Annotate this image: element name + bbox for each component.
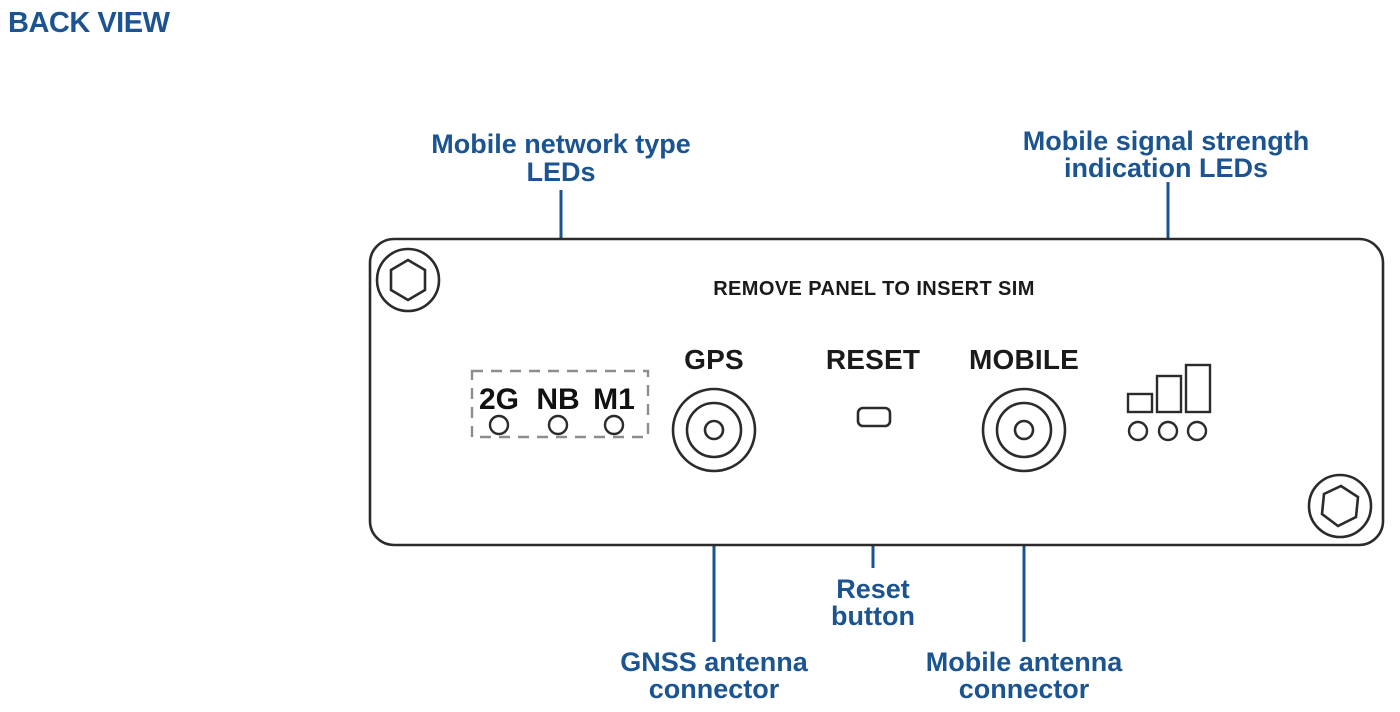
callout-line-1: GNSS antenna: [620, 647, 809, 677]
signal-led-indicator-2: [1157, 420, 1179, 442]
callout-line-1: Mobile antenna: [926, 647, 1123, 677]
bottom-right-hex-screw: [1307, 473, 1373, 539]
callout-line-2: connector: [649, 674, 780, 704]
gps-connector-middle-ring: [685, 401, 743, 459]
callout-line-1: Reset: [836, 574, 910, 604]
network-led-label-m1: M1: [593, 383, 635, 416]
gps-antenna-connector[interactable]: GPS: [671, 344, 757, 473]
reset-port-label: RESET: [826, 344, 920, 375]
gps-connector-center-pin: [703, 419, 725, 441]
callout-line-2: indication LEDs: [1064, 153, 1268, 183]
top-left-hex-screw: [375, 247, 441, 313]
signal-bar-high-icon: [1184, 363, 1212, 414]
network-led-label-2g: 2G: [479, 383, 519, 416]
mobile-port-label: MOBILE: [969, 344, 1079, 375]
network-led-label-nb: NB: [536, 383, 579, 416]
network-type-led-group: 2G NB M1: [470, 369, 650, 439]
network-led-indicator-nb: [547, 414, 569, 436]
screw-outer-circle: [375, 247, 441, 313]
callout-mobile-signal-strength-indication-leds: Mobile signal strength indication LEDs: [1023, 126, 1310, 183]
network-led-dashed-border: [470, 369, 650, 439]
callout-line-1: Mobile signal strength: [1023, 126, 1310, 156]
mobile-antenna-connector[interactable]: MOBILE: [969, 344, 1079, 473]
callout-line-2: LEDs: [526, 157, 595, 187]
callout-reset-button: Reset button: [831, 574, 915, 631]
network-led-indicator-m1: [603, 414, 625, 436]
signal-led-indicator-1: [1127, 420, 1149, 442]
callout-gnss-antenna-connector: GNSS antenna connector: [620, 647, 809, 704]
device-back-panel: REMOVE PANEL TO INSERT SIM 2G NB M1 GPS …: [368, 237, 1385, 547]
gps-connector-outer-ring: [671, 387, 757, 473]
hex-socket: [1320, 484, 1360, 528]
page-title: BACK VIEW: [8, 7, 171, 39]
mobile-connector-center-pin: [1013, 419, 1035, 441]
callout-mobile-network-type-leds: Mobile network type LEDs: [431, 129, 691, 187]
signal-strength-led-group: [1126, 363, 1212, 442]
screw-outer-circle: [1307, 473, 1373, 539]
callout-line-1: Mobile network type: [431, 129, 691, 159]
reset-button-opening[interactable]: [856, 406, 892, 428]
callout-line-2: button: [831, 601, 915, 631]
reset-button-port[interactable]: RESET: [826, 344, 920, 428]
panel-heading: REMOVE PANEL TO INSERT SIM: [713, 278, 1035, 300]
panel-outline: [368, 237, 1385, 547]
signal-bar-medium-icon: [1155, 374, 1183, 414]
hex-socket: [389, 258, 427, 302]
network-led-indicator-2g: [488, 414, 510, 436]
callout-line-2: connector: [959, 674, 1090, 704]
mobile-connector-middle-ring: [995, 401, 1053, 459]
signal-led-indicator-3: [1186, 420, 1208, 442]
callout-mobile-antenna-connector: Mobile antenna connector: [926, 647, 1123, 704]
gps-port-label: GPS: [684, 344, 744, 375]
mobile-connector-outer-ring: [981, 387, 1067, 473]
signal-bar-low-icon: [1126, 392, 1154, 414]
